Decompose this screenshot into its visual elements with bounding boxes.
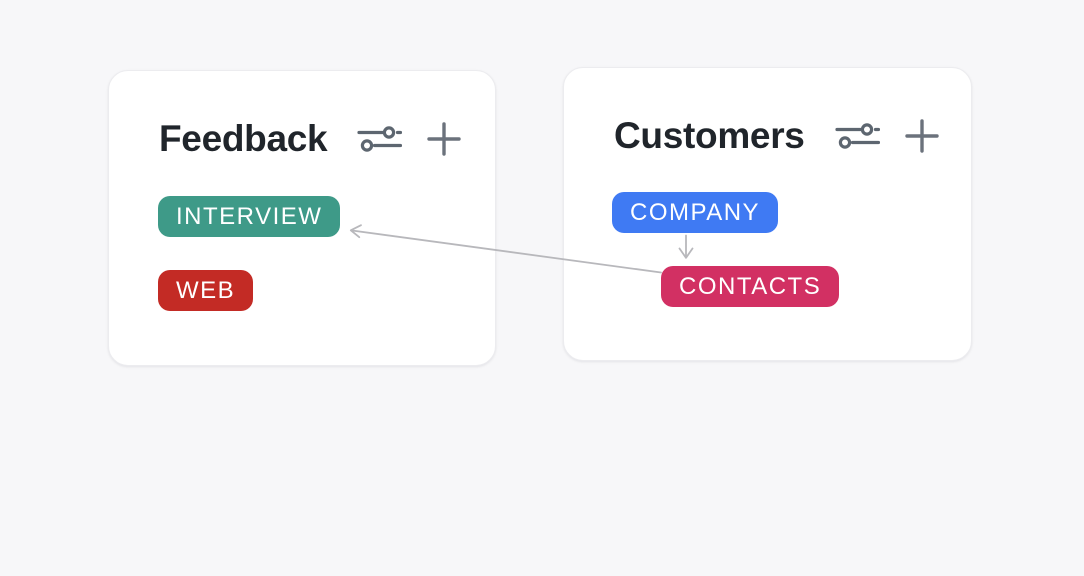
sliders-icon [834, 123, 880, 149]
field-tag-contacts[interactable]: CONTACTS [661, 266, 840, 307]
filter-fields-button[interactable] [834, 121, 880, 151]
card-header: Feedback [159, 115, 462, 163]
field-tag-company[interactable]: COMPANY [612, 192, 779, 233]
table-card-feedback[interactable]: Feedback INTERVIEW WEB [108, 70, 496, 366]
plus-icon [427, 122, 461, 156]
table-card-customers[interactable]: Customers COMPANY CONTACTS [563, 67, 972, 361]
add-field-button[interactable] [904, 118, 940, 154]
plus-icon [904, 119, 939, 153]
sliders-icon [357, 126, 403, 152]
card-title: Customers [614, 115, 805, 156]
field-tag-web[interactable]: WEB [158, 270, 254, 311]
card-title: Feedback [159, 118, 328, 159]
add-field-button[interactable] [426, 121, 462, 157]
filter-fields-button[interactable] [357, 124, 403, 154]
card-header: Customers [614, 112, 940, 160]
field-tag-interview[interactable]: INTERVIEW [158, 196, 341, 237]
